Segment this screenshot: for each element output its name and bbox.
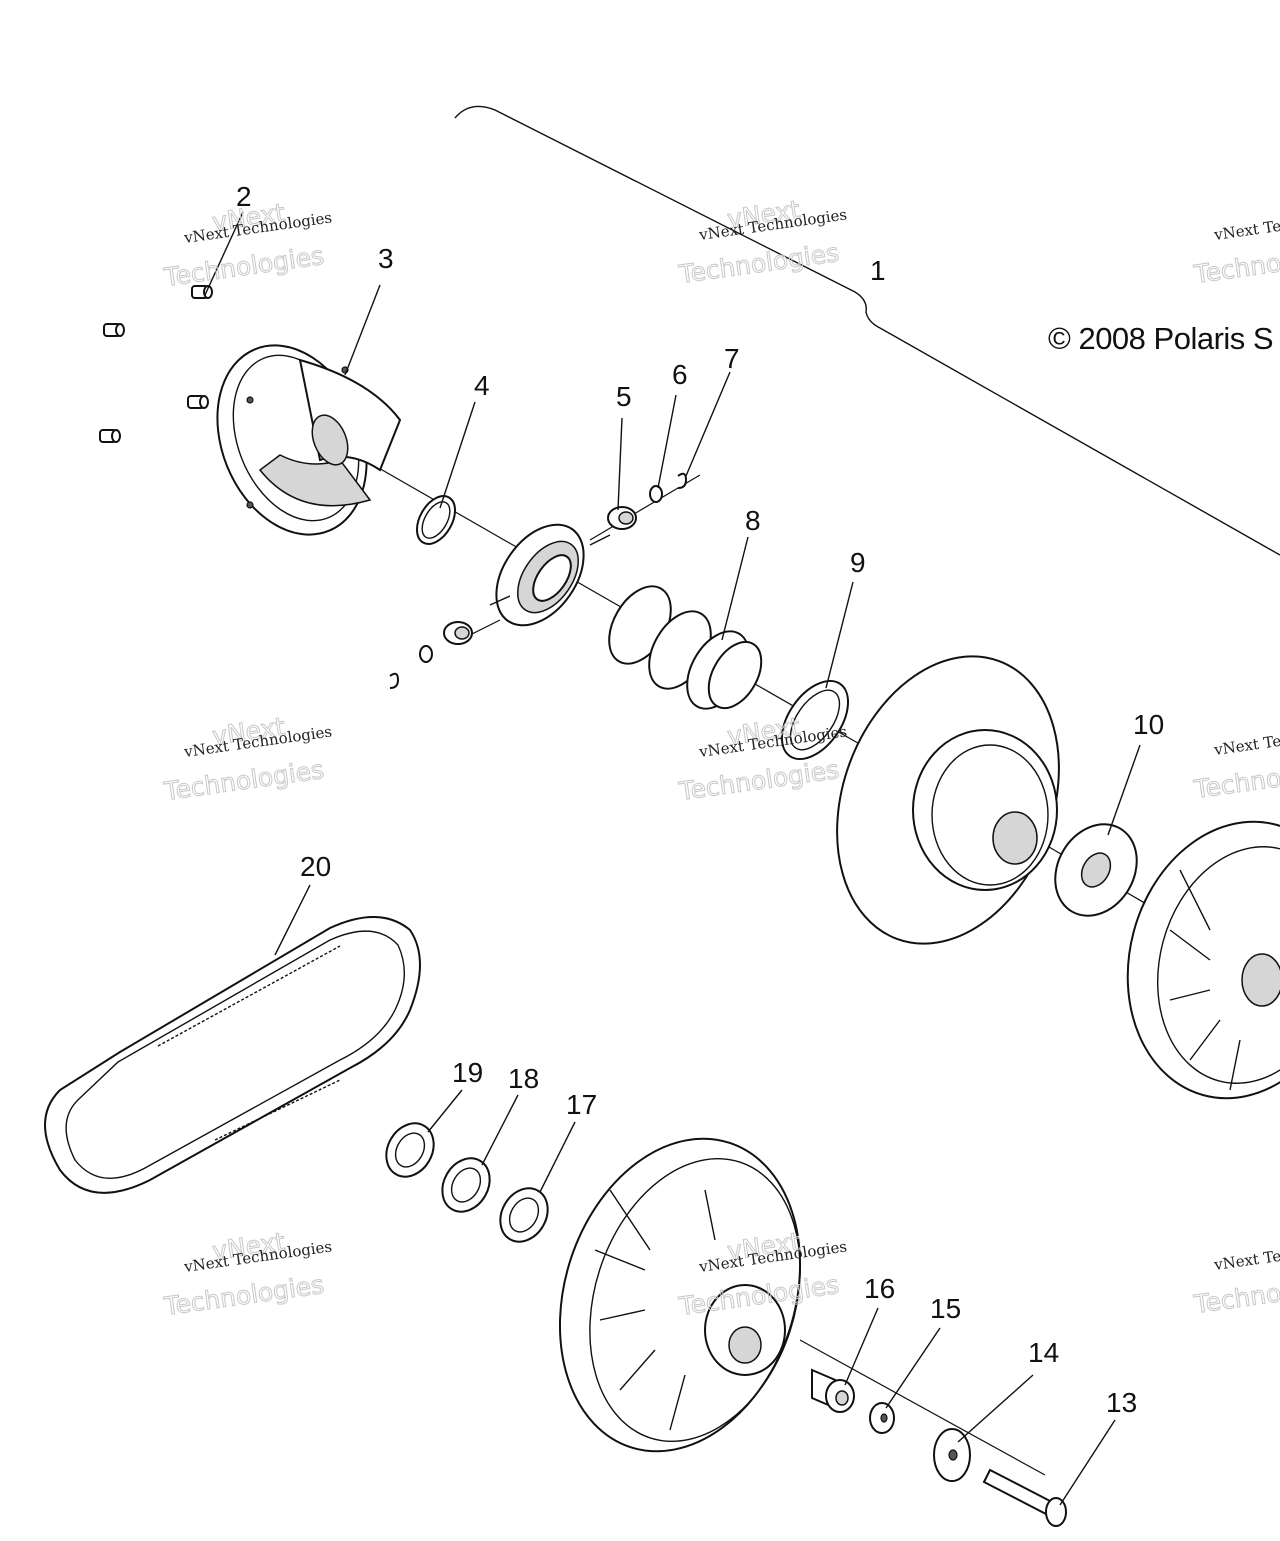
clutch-cover	[216, 344, 402, 536]
svg-text:Technologies: Technologies	[1192, 1268, 1280, 1319]
callout-labels: 1 2 3 4 5 6 7 8 9 10 13 14 15 16 17 18 1…	[236, 181, 1164, 1418]
svg-text:vNext Technologies: vNext Technologies	[1212, 720, 1280, 759]
assembly-bracket	[454, 105, 1280, 556]
driven-clutch	[558, 1137, 802, 1453]
callout-9: 9	[850, 547, 866, 578]
svg-text:vNext Technologies: vNext Technologies	[1212, 205, 1280, 244]
washer-14	[933, 1428, 971, 1482]
callout-10: 10	[1133, 709, 1164, 740]
callout-7: 7	[724, 343, 740, 374]
bolt-13	[982, 1468, 1067, 1527]
washer-15	[869, 1402, 895, 1434]
callout-16: 16	[864, 1273, 895, 1304]
moveable-sheave	[836, 655, 1060, 945]
spacer	[811, 1368, 855, 1413]
copyright-text: © 2008 Polaris S	[1048, 321, 1273, 356]
svg-text:Technologies: Technologies	[162, 241, 326, 292]
callout-17: 17	[566, 1089, 597, 1120]
svg-text:Technologies: Technologies	[162, 1270, 326, 1321]
callout-15: 15	[930, 1293, 961, 1324]
bearing-hub	[489, 523, 611, 627]
small-washers	[419, 485, 663, 663]
shim-washers	[385, 1122, 549, 1243]
retaining-ring	[416, 495, 456, 545]
svg-text:Technologies: Technologies	[162, 755, 326, 806]
leader-lines	[204, 211, 1141, 1506]
rollers	[443, 506, 637, 645]
spring	[608, 585, 763, 710]
callout-3: 3	[378, 243, 394, 274]
e-clips	[389, 472, 688, 689]
callout-18: 18	[508, 1063, 539, 1094]
drive-belt	[44, 916, 421, 1194]
driven-clutch-right	[1126, 820, 1280, 1100]
svg-text:Technologies: Technologies	[1192, 238, 1280, 289]
svg-text:Technologies: Technologies	[677, 238, 841, 289]
callout-13: 13	[1106, 1387, 1137, 1418]
callout-19: 19	[452, 1057, 483, 1088]
svg-text:Technologies: Technologies	[677, 755, 841, 806]
callout-6: 6	[672, 359, 688, 390]
svg-text:Technologies: Technologies	[1192, 753, 1280, 804]
callout-20: 20	[300, 851, 331, 882]
callout-2: 2	[236, 181, 252, 212]
bolts	[99, 285, 213, 443]
svg-text:vNext Technologies: vNext Technologies	[1212, 1235, 1280, 1274]
callout-14: 14	[1028, 1337, 1059, 1368]
callout-1: 1	[870, 255, 886, 286]
callout-8: 8	[745, 505, 761, 536]
callout-5: 5	[616, 381, 632, 412]
callout-4: 4	[474, 370, 490, 401]
washer-10	[1054, 823, 1138, 917]
spring-seat-ring	[780, 679, 850, 761]
